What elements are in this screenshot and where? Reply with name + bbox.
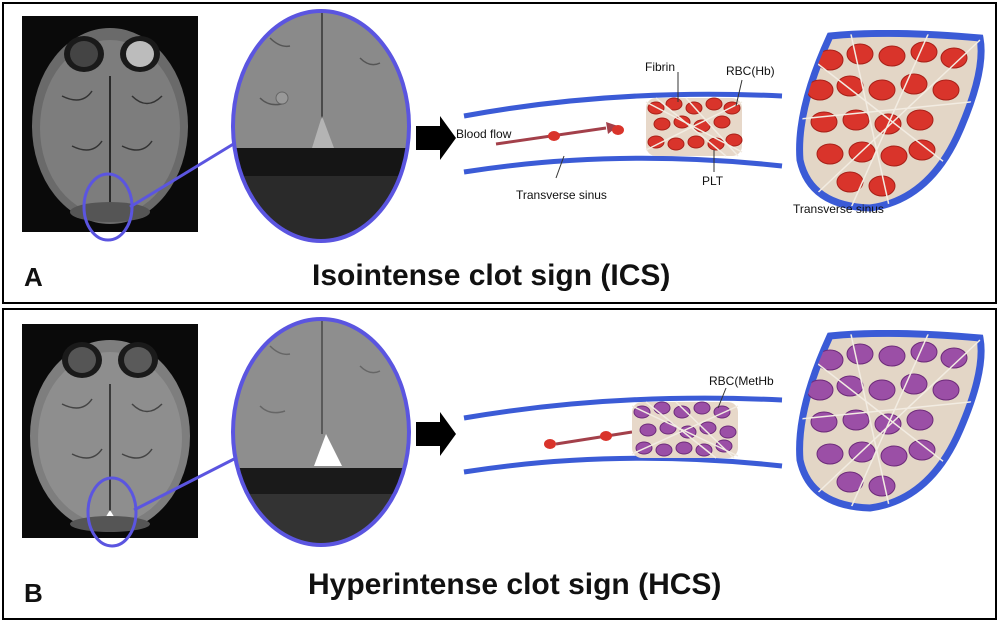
panel-b: RBC(MetHb — [2, 308, 997, 620]
label-rbc: RBC(Hb) — [726, 64, 775, 78]
label-blood-flow: Blood flow — [456, 127, 512, 141]
vessel-diagram — [456, 62, 786, 192]
label-transverse-sinus: Transverse sinus — [516, 188, 607, 202]
label-rbc: RBC(MetHb — [709, 374, 774, 388]
arrow-icon — [416, 412, 456, 456]
arrow-icon — [416, 116, 456, 160]
label-fibrin: Fibrin — [645, 60, 676, 74]
clot-cross-section — [790, 30, 990, 220]
vessel-diagram — [456, 372, 786, 482]
zoomed-mri-circle — [230, 8, 412, 244]
mri-axial-image — [22, 324, 198, 538]
panel-title: Isointense clot sign (ICS) — [312, 259, 671, 292]
panel-title: Hyperintense clot sign (HCS) — [308, 568, 722, 601]
panel-letter: B — [24, 578, 43, 608]
label-transverse-sinus-cross: Transverse sinus — [793, 202, 884, 216]
highlight-circle — [86, 476, 138, 548]
mri-axial-image — [22, 16, 198, 232]
label-plt: PLT — [702, 174, 724, 188]
clot-cross-section — [790, 330, 990, 520]
panel-a: Fibrin RBC(Hb) Blood flow PLT Transverse… — [2, 2, 997, 304]
zoomed-mri-circle — [230, 316, 412, 548]
zoom-connector — [86, 412, 456, 548]
zoom-connector — [82, 116, 456, 242]
panel-letter: A — [24, 262, 43, 292]
highlight-circle — [82, 172, 134, 242]
